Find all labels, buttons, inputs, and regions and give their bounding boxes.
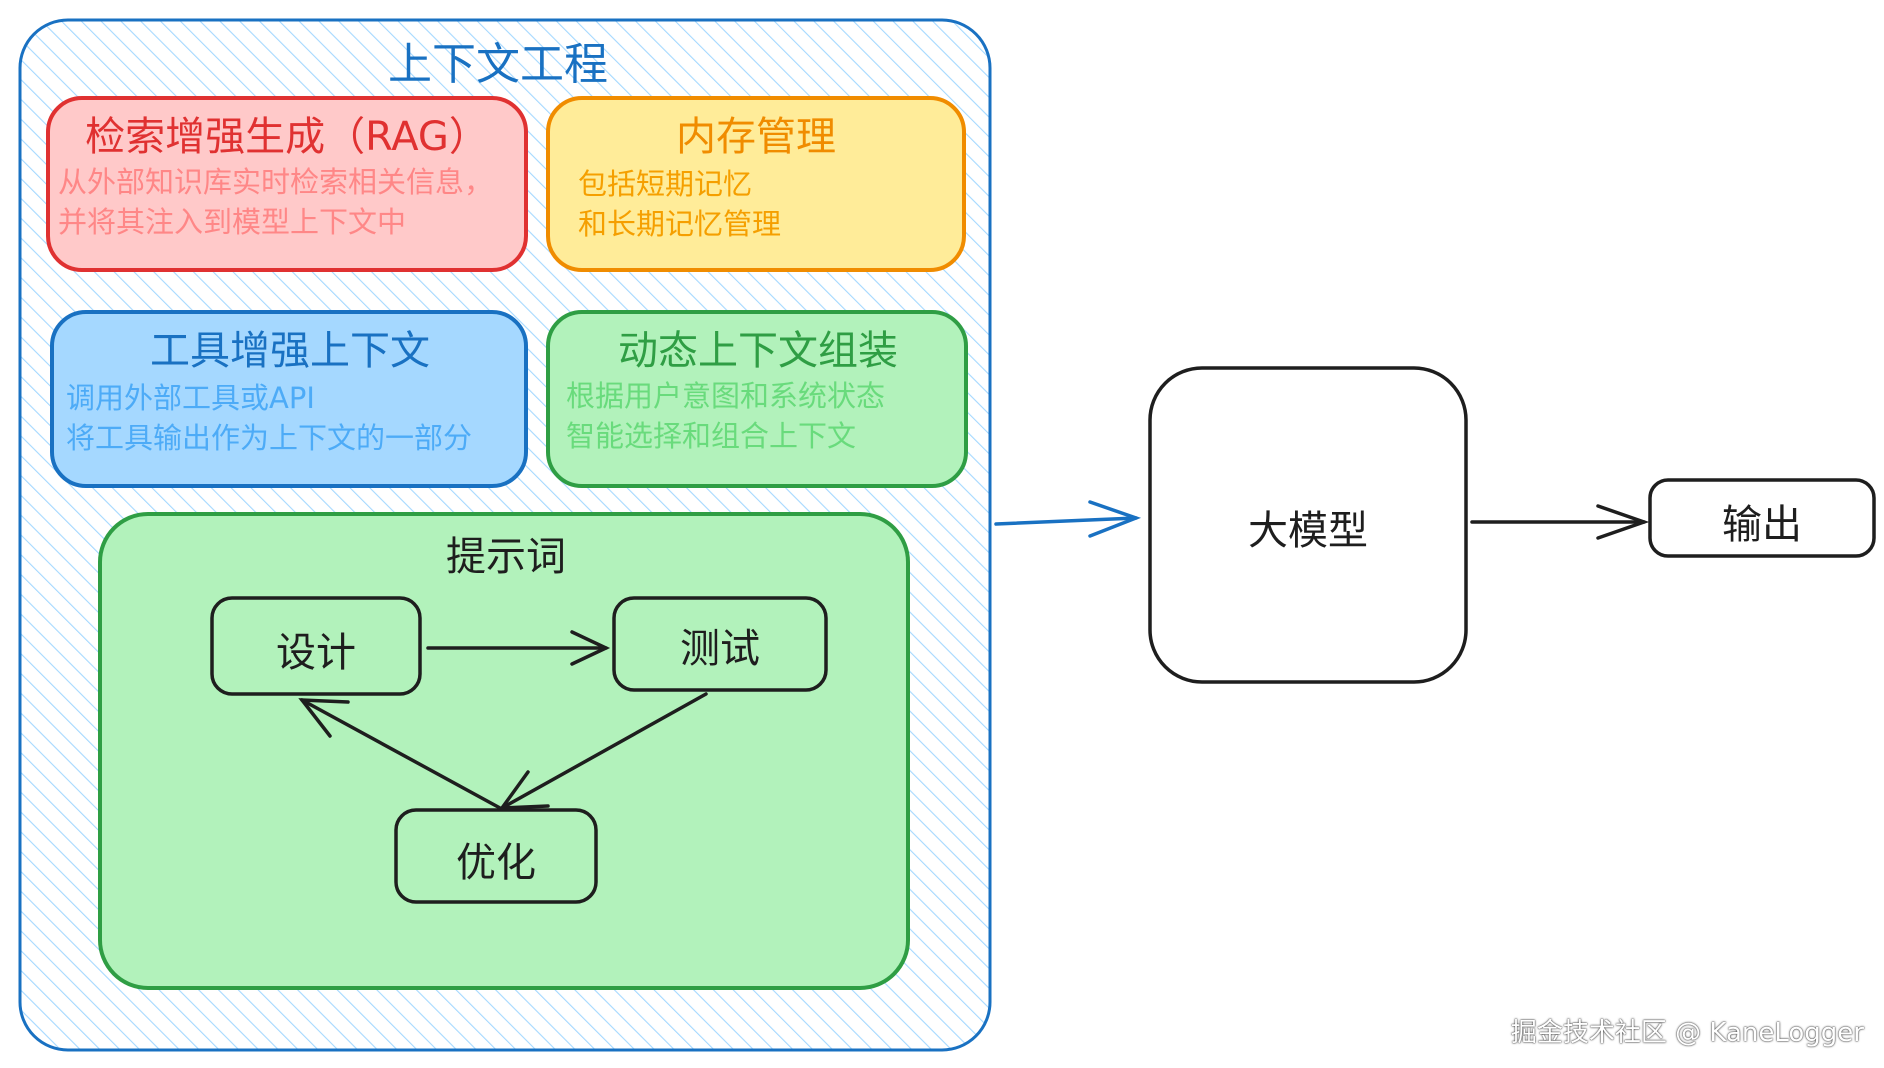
model-box	[1148, 366, 1468, 684]
dynamic-context-box	[546, 310, 968, 488]
memory-box	[546, 96, 966, 272]
memory-desc-line-2: 和长期记忆管理	[578, 207, 782, 241]
design-label: 设计	[276, 630, 356, 676]
rag-desc-line-1: 从外部知识库实时检索相关信息，	[58, 165, 494, 199]
model-label: 大模型	[1248, 508, 1368, 554]
prompt-box	[98, 512, 910, 990]
optimize-node	[394, 808, 598, 904]
rag-box	[46, 96, 528, 272]
dynamic-desc-line-2: 智能选择和组合上下文	[566, 419, 857, 453]
dynamic-title: 动态上下文组装	[618, 328, 898, 374]
optimize-label: 优化	[456, 840, 536, 886]
tools-title: 工具增强上下文	[150, 328, 430, 374]
arrow-model-to-output	[1470, 504, 1650, 540]
test-label: 测试	[680, 626, 760, 672]
watermark: 掘金技术社区 @ KaneLogger	[1510, 1018, 1864, 1048]
arrow-test-to-optimize	[498, 692, 708, 810]
design-node	[210, 596, 422, 696]
output-box	[1648, 478, 1876, 558]
memory-title: 内存管理	[676, 114, 836, 160]
dynamic-desc-line-1: 根据用户意图和系统状态	[566, 379, 886, 413]
tools-desc-line-1: 调用外部工具或API	[66, 381, 315, 415]
outer-title: 上下文工程	[388, 39, 608, 90]
output-label: 输出	[1722, 502, 1802, 548]
rag-desc-line-2: 并将其注入到模型上下文中	[58, 205, 407, 239]
tools-desc-line-2: 将工具输出作为上下文的一部分	[66, 421, 473, 455]
arrow-design-to-test	[426, 630, 611, 666]
prompt-title: 提示词	[446, 534, 566, 580]
tools-box	[50, 310, 528, 488]
rag-title: 检索增强生成（RAG）	[85, 114, 489, 160]
memory-desc-line-1: 包括短期记忆	[578, 167, 753, 201]
test-node	[612, 596, 828, 692]
arrow-context-to-model	[994, 500, 1142, 538]
arrow-optimize-to-design	[298, 698, 502, 810]
